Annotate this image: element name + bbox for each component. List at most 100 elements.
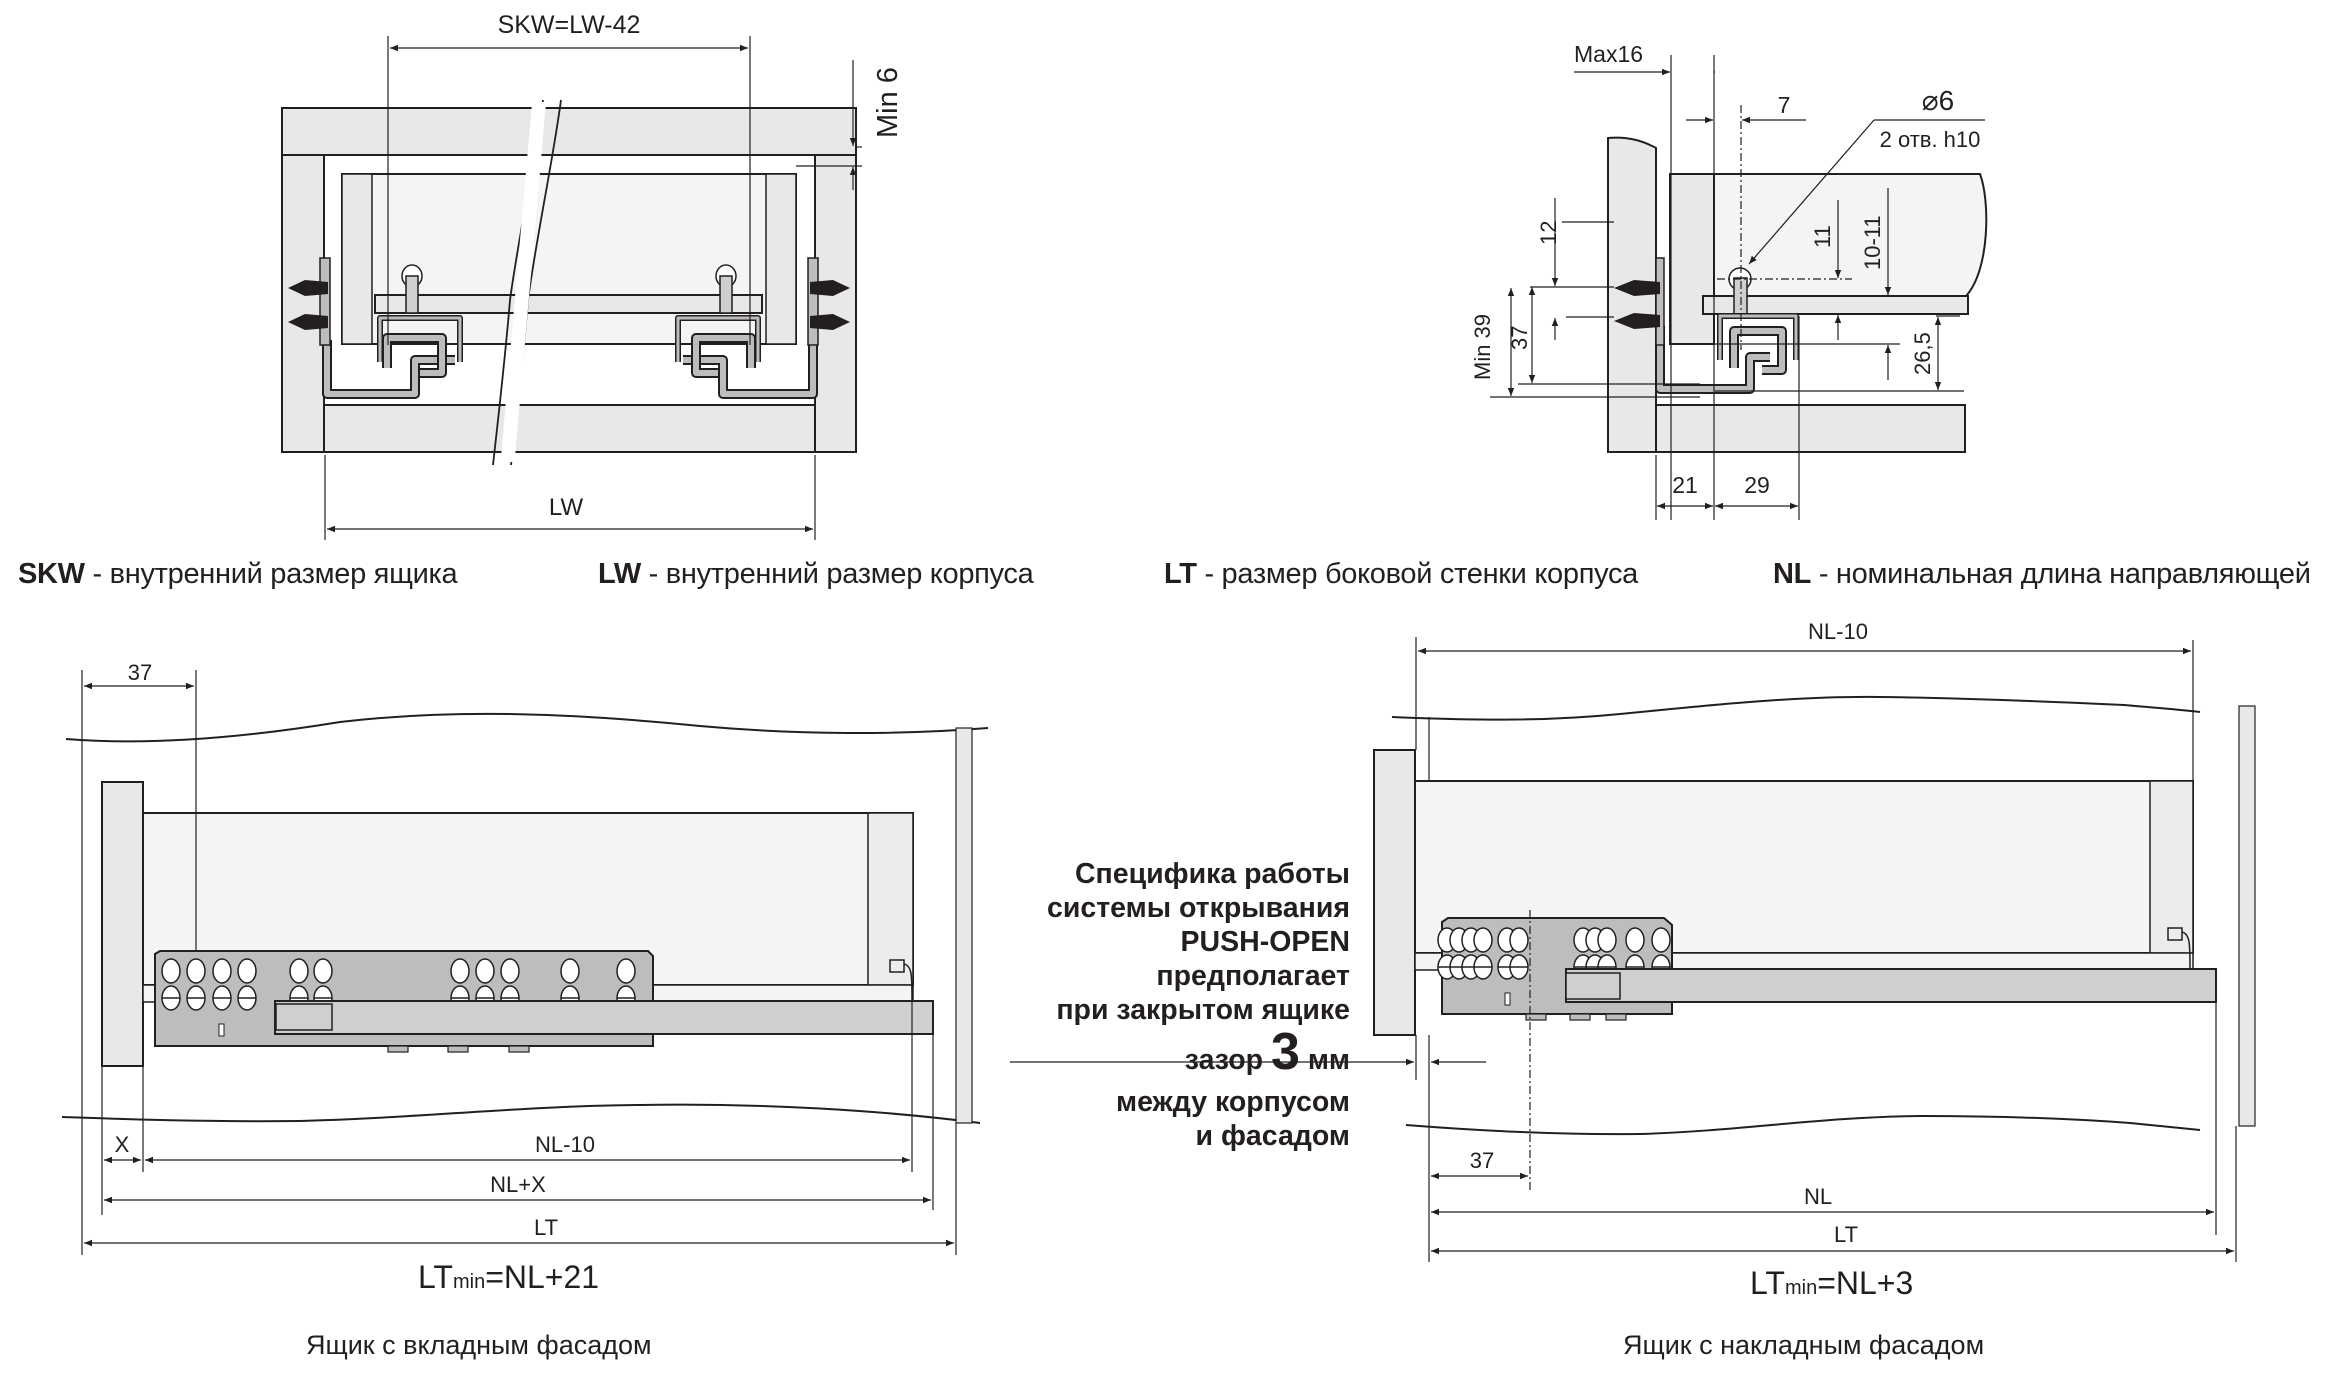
legend-text: - номинальная длина направляющей <box>1811 558 2311 590</box>
screw-icons-left <box>288 257 331 346</box>
drawer-left-wall <box>341 173 373 345</box>
cabinet-right-side <box>814 154 857 453</box>
dim-lt-label-overlay: LT <box>1834 1222 1858 1247</box>
runner-hole <box>186 958 206 984</box>
runner-rail <box>274 1000 934 1035</box>
dim-26-5-label: 26,5 <box>1910 332 1935 375</box>
drawer-bottom <box>374 294 763 314</box>
cabinet-top-wave <box>65 712 989 743</box>
dim-nl-label: NL <box>1804 1184 1832 1209</box>
dim-skw-label: SKW=LW-42 <box>498 11 641 39</box>
dim-37-label-inset: 37 <box>128 660 152 685</box>
note-line: предполагает <box>1156 960 1350 992</box>
cross-section-left: SKW=LW-42 Min 6 LW <box>281 11 904 540</box>
runner-left <box>322 315 463 399</box>
drawer-front-overlay <box>1373 749 1416 1036</box>
cross-section-right: Max16 7 ⌀6 2 отв. h10 12 11 10-11 Min 39… <box>1470 41 1988 520</box>
dim-hole-diameter-label: ⌀6 <box>1922 85 1954 116</box>
runner-hole <box>616 958 636 984</box>
note-gap-unit: мм <box>1299 1044 1350 1076</box>
runner-hole <box>313 958 333 984</box>
runner-hook-2 <box>2167 927 2191 970</box>
runner-hole <box>289 958 309 984</box>
runner-feet <box>387 1045 530 1053</box>
drawer-panel-detail <box>1713 173 1988 297</box>
caption-inset: Ящик с вкладным фасадом <box>306 1330 652 1360</box>
drawer-bottom-detail <box>1702 295 1969 315</box>
runner-latch <box>275 1003 333 1031</box>
legend-skw: SKW - внутренний размер ящика <box>18 558 458 591</box>
dim-nl-plus-x-label: NL+X <box>490 1172 546 1197</box>
dim-skw <box>387 36 751 345</box>
dim-29-label: 29 <box>1744 472 1770 498</box>
legend-lt: LT - размер боковой стенки корпуса <box>1164 558 1638 591</box>
push-open-note: Специфика работы системы открывания PUSH… <box>1047 857 1350 1153</box>
caption-overlay: Ящик с накладным фасадом <box>1623 1330 1985 1360</box>
screw-icons-right <box>807 257 850 346</box>
drawer-back-wall <box>867 812 914 986</box>
formula-rest: =NL+21 <box>485 1259 600 1295</box>
note-line: и фасадом <box>1195 1120 1350 1152</box>
formula-main: LT <box>1750 1265 1785 1301</box>
note-line: системы открывания <box>1046 892 1350 924</box>
cabinet-top-panel <box>281 107 857 156</box>
drawer-right-wall <box>765 173 797 345</box>
cabinet-bottom-wave-2 <box>1405 1114 2201 1136</box>
formula-rest: =NL+3 <box>1817 1265 1914 1301</box>
dim-12-label: 12 <box>1536 221 1561 245</box>
formula-inset: LTmin=NL+21 <box>418 1259 599 1296</box>
note-gap-pre: зазор <box>1184 1044 1271 1076</box>
dim-21-label: 21 <box>1672 472 1698 498</box>
runner-hole <box>161 958 181 984</box>
drawer-side-detail <box>1669 173 1715 345</box>
dim-lines-overlay <box>1010 637 2237 1262</box>
runner-hole <box>1597 927 1617 953</box>
cabinet-bottom-wave <box>61 1103 981 1124</box>
dim-11-label: 11 <box>1810 225 1835 248</box>
legend-nl: NL - номинальная длина направляющей <box>1773 558 2311 591</box>
dim-x-label: X <box>115 1132 130 1157</box>
note-line: Специфика работы <box>1074 858 1350 890</box>
note-gap-value: 3 <box>1270 1023 1300 1081</box>
runner-hole <box>450 958 470 984</box>
runner-hole <box>475 958 495 984</box>
legend-abbr: LW <box>598 558 641 590</box>
legend-text: - размер боковой стенки корпуса <box>1196 558 1639 590</box>
runner-hole <box>500 958 520 984</box>
dim-nl-minus-10-label-overlay: NL-10 <box>1808 619 1868 644</box>
formula-sub: min <box>452 1271 486 1293</box>
runner-hole <box>237 958 257 984</box>
runner-latch-2 <box>1565 972 1621 1000</box>
dim-min39-label: Min 39 <box>1470 314 1495 380</box>
note-line: PUSH-OPEN <box>1180 926 1350 958</box>
legend-text: - внутренний размер ящика <box>84 558 458 590</box>
cabinet-bottom-detail <box>1655 404 1966 453</box>
cabinet-bottom-panel <box>323 404 816 453</box>
legend-abbr: LT <box>1164 558 1197 590</box>
note-line: при закрытом ящике <box>1056 994 1350 1026</box>
dim-7-label: 7 <box>1778 92 1791 118</box>
runner-hook <box>889 959 913 1002</box>
runner-slot-2 <box>1504 992 1511 1006</box>
pin-left <box>401 264 423 314</box>
cabinet-top-wave-2 <box>1391 695 2201 721</box>
runner-right <box>675 315 818 399</box>
drawer-inset-view: 37 X NL-10 NL+X LT <box>61 660 989 1255</box>
runner-hole <box>1651 927 1671 953</box>
screw-icons-detail <box>1614 257 1665 346</box>
dim-lines-inset <box>81 670 957 1255</box>
drawer-overlay-view: NL-10 37 NL LT <box>1010 619 2256 1262</box>
cabinet-back-panel <box>955 727 973 1124</box>
dim-min6-label: Min 6 <box>872 67 904 138</box>
runner-rail-2 <box>1565 968 2217 1003</box>
formula-main: LT <box>418 1259 453 1295</box>
runner-slot <box>218 1023 225 1037</box>
dim-lw <box>324 455 816 540</box>
break-gap <box>500 102 547 462</box>
dim-nl-minus-10-label-inset: NL-10 <box>535 1132 595 1157</box>
runner-hole <box>1625 927 1645 953</box>
note-line-gap: зазор 3 мм <box>1047 1026 1350 1078</box>
formula-sub: min <box>1784 1277 1818 1299</box>
drawer-front-panel <box>101 781 144 1067</box>
